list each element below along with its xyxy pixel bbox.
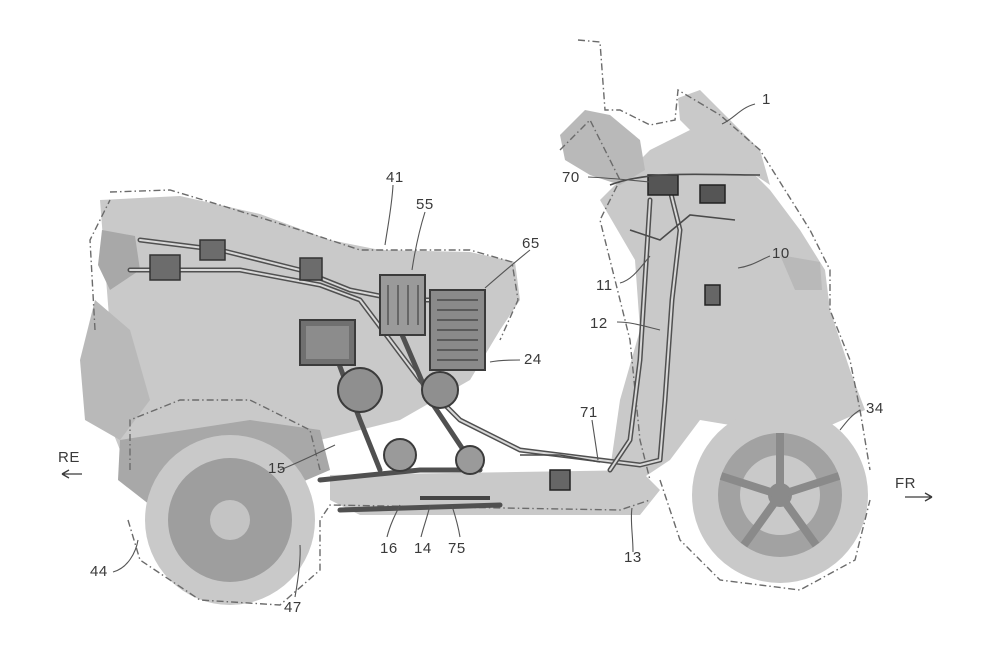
front-wheel xyxy=(692,407,868,583)
leader-lines xyxy=(112,103,861,598)
front-arrow-icon xyxy=(905,492,933,502)
label-47: 47 xyxy=(284,599,302,616)
label-14: 14 xyxy=(414,540,432,557)
label-1: 1 xyxy=(762,91,771,108)
label-34: 34 xyxy=(866,400,884,417)
label-10: 10 xyxy=(772,245,790,262)
label-15: 15 xyxy=(268,460,286,477)
label-13: 13 xyxy=(624,549,642,566)
label-16: 16 xyxy=(380,540,398,557)
rear-arrow-icon xyxy=(61,469,82,479)
rear-direction-label: RE xyxy=(58,449,80,466)
label-70: 70 xyxy=(562,169,580,186)
label-11: 11 xyxy=(596,277,613,294)
front-direction-label: FR xyxy=(895,475,916,492)
label-55: 55 xyxy=(416,196,434,213)
boundary-outlines xyxy=(89,39,871,606)
label-71: 71 xyxy=(580,404,598,421)
label-65: 65 xyxy=(522,235,540,252)
rear-wheel xyxy=(145,435,315,605)
direction-rear: RE xyxy=(58,449,82,479)
label-12: 12 xyxy=(590,315,608,332)
scooter-body xyxy=(80,90,865,515)
label-44: 44 xyxy=(90,563,108,580)
label-75: 75 xyxy=(448,540,466,557)
direction-front: FR xyxy=(895,475,933,502)
frame-engine xyxy=(127,173,761,513)
label-24: 24 xyxy=(524,351,542,368)
label-41: 41 xyxy=(386,169,404,186)
reference-numerals: 1 10 11 12 13 14 15 16 24 34 41 44 47 55… xyxy=(90,91,884,616)
